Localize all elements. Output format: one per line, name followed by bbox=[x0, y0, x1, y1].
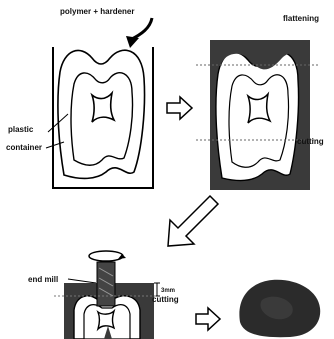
rotation-arrowhead bbox=[118, 254, 126, 259]
panel-end-mill: end mill 3mm cutting bbox=[28, 251, 179, 339]
panel-embedded-block: flattening cutting bbox=[196, 14, 324, 190]
label-flattening: flattening bbox=[283, 14, 319, 23]
arrow-right-bottom bbox=[196, 308, 220, 330]
label-container: container bbox=[6, 143, 42, 152]
label-end-mill: end mill bbox=[28, 275, 58, 284]
label-plastic: plastic bbox=[8, 125, 34, 134]
leader-container bbox=[46, 142, 64, 148]
tooth-dentin-outline bbox=[71, 73, 133, 166]
pour-arrowhead bbox=[126, 36, 139, 48]
leader-end-mill bbox=[68, 279, 96, 283]
rotation-indicator bbox=[89, 251, 123, 261]
pour-arrow bbox=[130, 18, 152, 40]
arrow-diagonal bbox=[168, 196, 218, 246]
label-cutting-top: cutting bbox=[297, 137, 324, 146]
label-thickness: 3mm bbox=[161, 288, 175, 294]
label-cutting-bottom: cutting bbox=[152, 295, 179, 304]
arrow-right-top bbox=[167, 97, 192, 119]
embedded-tooth-dentin bbox=[229, 75, 289, 168]
panel-final-section bbox=[239, 280, 320, 337]
label-polymer-hardener: polymer + hardener bbox=[60, 7, 134, 16]
panel-container-embedding: polymer + hardener plastic container bbox=[6, 7, 153, 188]
cut-pulp bbox=[98, 311, 114, 329]
pulp-chamber bbox=[92, 93, 114, 122]
